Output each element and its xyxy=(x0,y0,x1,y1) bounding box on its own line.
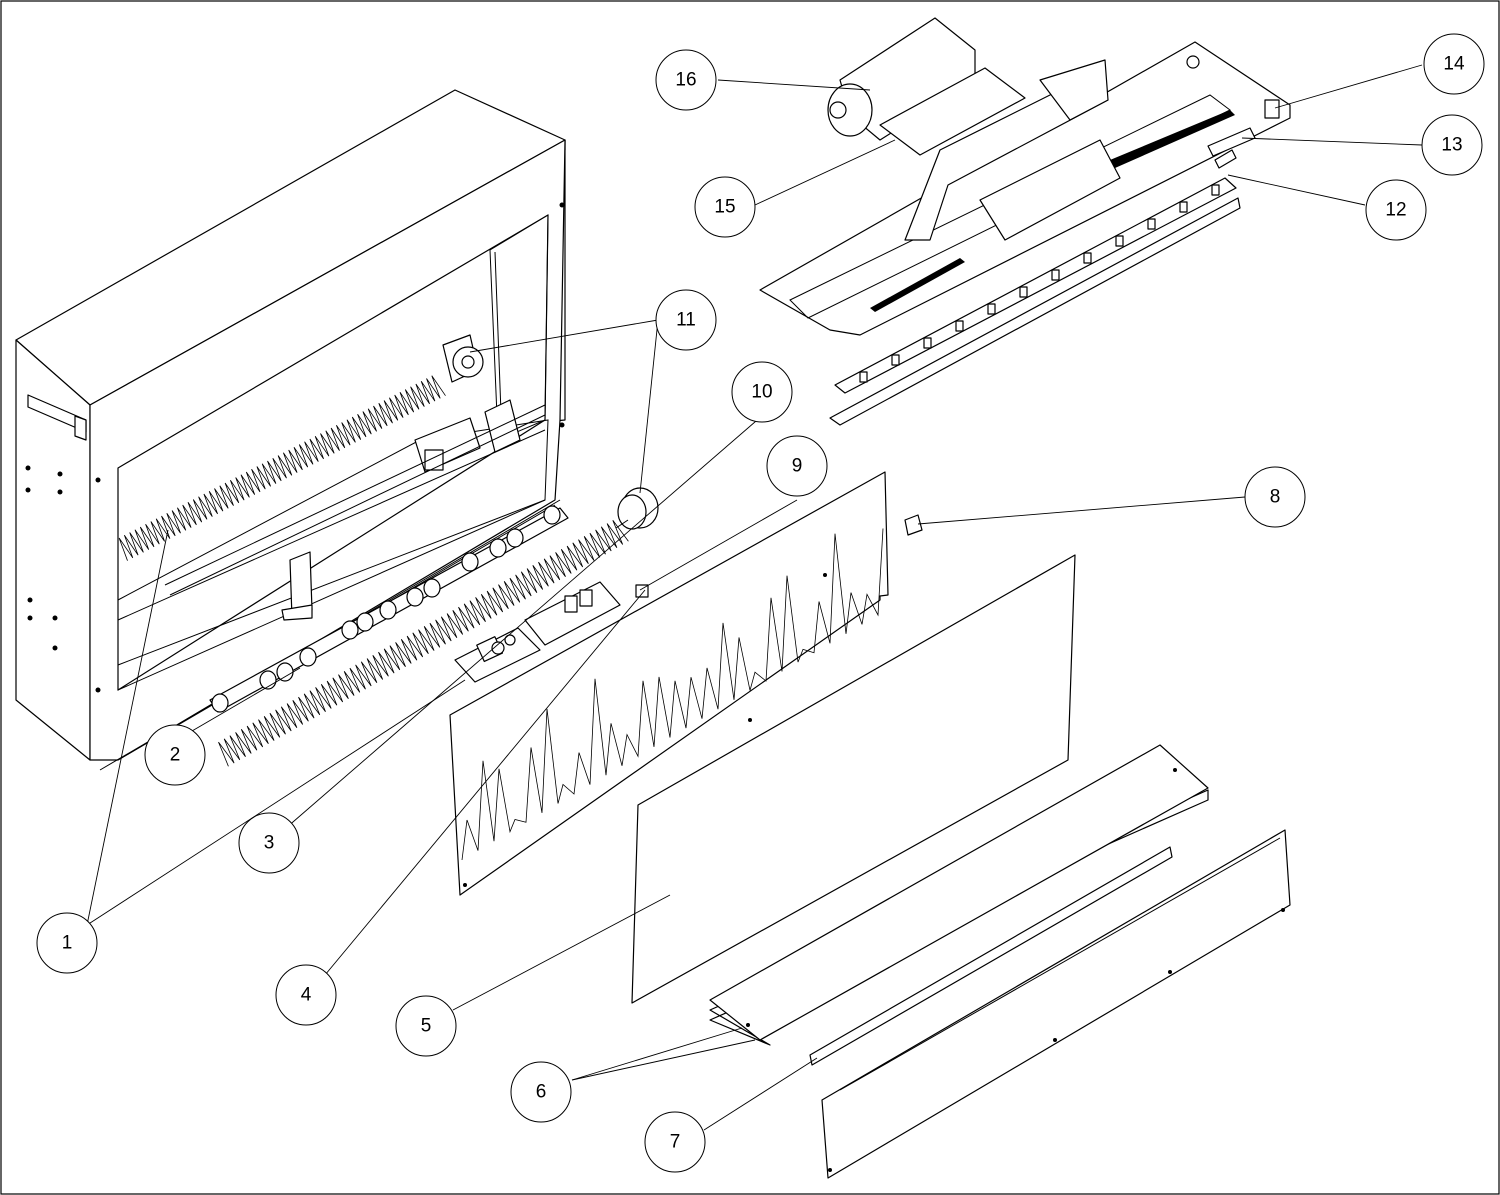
fan-motor xyxy=(827,17,1026,156)
callout-number: 15 xyxy=(714,197,735,218)
callout-14: 14 xyxy=(1423,33,1485,95)
callout-7: 7 xyxy=(644,1111,706,1173)
heater-tray xyxy=(759,41,1291,336)
rail-stud xyxy=(1083,252,1092,264)
front-trim-panel xyxy=(821,829,1291,1179)
flame-panel xyxy=(449,471,889,896)
callout-circle xyxy=(510,1061,572,1123)
callout-1: 1 xyxy=(36,912,98,974)
rail-stud xyxy=(1115,235,1124,247)
callout-2: 2 xyxy=(144,724,206,786)
callout-number: 4 xyxy=(301,985,312,1006)
callout-number: 11 xyxy=(676,310,696,331)
switch-cluster xyxy=(1207,127,1256,169)
lamp-bulb xyxy=(299,647,317,667)
lamp-bulb xyxy=(211,693,229,713)
callout-circle xyxy=(144,724,206,786)
rail-stud xyxy=(1019,286,1028,298)
rail-stud xyxy=(987,303,996,315)
callout-circle xyxy=(395,995,457,1057)
lamp-bulb xyxy=(356,612,374,632)
callout-circle xyxy=(1244,466,1306,528)
callout-3: 3 xyxy=(238,812,300,874)
flame-rod-assembly xyxy=(218,520,629,767)
callout-number: 2 xyxy=(170,745,181,766)
callout-5: 5 xyxy=(395,995,457,1057)
callout-circle xyxy=(731,361,793,423)
callout-number: 8 xyxy=(1270,487,1281,508)
rail-stud xyxy=(1179,201,1188,213)
lamp-bulb xyxy=(341,620,359,640)
callout-number: 16 xyxy=(675,70,696,91)
leader-lines xyxy=(86,64,1423,1131)
lamp-bulb xyxy=(543,505,561,525)
callout-number: 12 xyxy=(1385,200,1406,221)
lamp-bulb xyxy=(379,600,397,620)
flame-motor xyxy=(615,487,659,530)
rail-stud xyxy=(1211,184,1220,196)
callout-circle xyxy=(1365,179,1427,241)
lamp-bulb xyxy=(276,662,294,682)
bottom-plates xyxy=(709,744,1209,1046)
callout-circle xyxy=(694,176,756,238)
callout-10: 10 xyxy=(731,361,793,423)
rocker-switch xyxy=(1264,99,1280,119)
callout-6: 6 xyxy=(510,1061,572,1123)
rail-stud xyxy=(891,354,900,366)
callout-number: 5 xyxy=(421,1016,432,1037)
callout-15: 15 xyxy=(694,176,756,238)
rail-stud xyxy=(955,320,964,332)
rail-stud xyxy=(859,371,868,383)
glass-panel xyxy=(631,554,1076,1004)
lamp-bulb xyxy=(406,587,424,607)
callout-circle xyxy=(655,49,717,111)
callout-11: 11 xyxy=(655,289,717,351)
callout-circle xyxy=(1423,33,1485,95)
small-bracket xyxy=(904,514,923,536)
lamp-bulb xyxy=(423,578,441,598)
callout-circle xyxy=(766,435,828,497)
callout-number: 13 xyxy=(1441,135,1462,156)
callout-circle xyxy=(238,812,300,874)
callout-circle xyxy=(655,289,717,351)
heater-rails xyxy=(829,177,1241,426)
callout-circle xyxy=(275,964,337,1026)
callout-number: 14 xyxy=(1443,54,1465,75)
rail-stud xyxy=(1051,269,1060,281)
callout-number: 6 xyxy=(536,1082,547,1103)
callout-number: 10 xyxy=(751,382,772,403)
lamp-bulb xyxy=(506,528,524,548)
callout-number: 9 xyxy=(792,456,803,477)
callout-9: 9 xyxy=(766,435,828,497)
receiver-module xyxy=(635,584,649,598)
control-board xyxy=(524,581,621,646)
callout-circle xyxy=(644,1111,706,1173)
power-supply-board xyxy=(454,627,541,683)
rail-stud xyxy=(923,337,932,349)
callout-16: 16 xyxy=(655,49,717,111)
callout-number: 7 xyxy=(670,1132,681,1153)
firebox-housing xyxy=(15,89,569,771)
callout-12: 12 xyxy=(1365,179,1427,241)
callout-13: 13 xyxy=(1421,114,1483,176)
callout-number: 3 xyxy=(264,833,275,854)
callout-circle xyxy=(1421,114,1483,176)
lamp-bulb xyxy=(461,552,479,572)
lamp-bulb xyxy=(489,538,507,558)
callout-4: 4 xyxy=(275,964,337,1026)
callout-circle xyxy=(36,912,98,974)
callout-number: 1 xyxy=(62,933,73,954)
callout-8: 8 xyxy=(1244,466,1306,528)
rail-stud xyxy=(1147,218,1156,230)
